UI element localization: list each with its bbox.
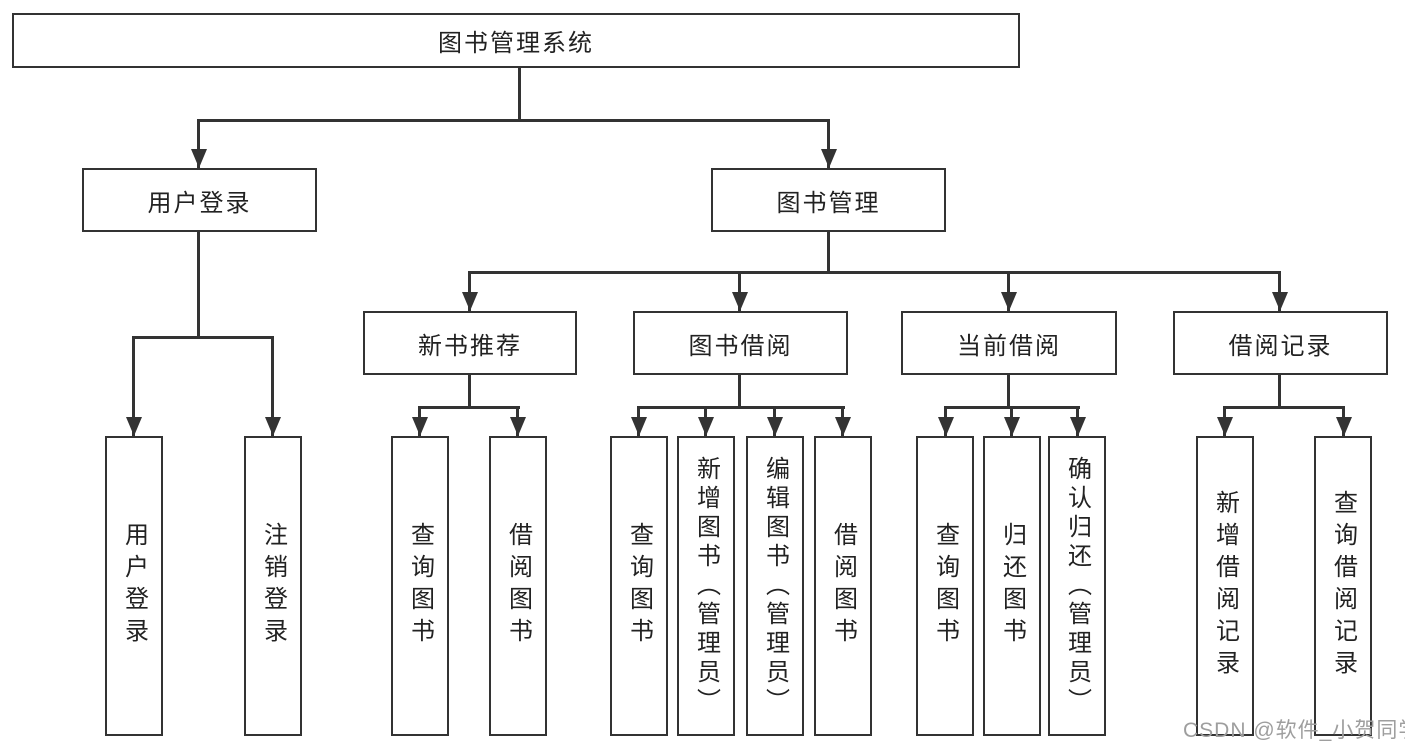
leaf-label: 归还图书 [998,522,1026,650]
node-user-login-label: 用户登录 [147,189,252,217]
node-new-book-rec-label: 新书推荐 [418,332,522,360]
arrowhead-down-icon [732,292,748,311]
connector-root-feed [518,68,521,120]
leaf-newbook-borrow: 借阅图书 [489,436,547,736]
arrowhead-down-icon [698,417,714,436]
connector-book-mgmt-feed [827,232,830,273]
connector-drop-current-borrow [1007,271,1010,311]
leaf-record-query: 查询借阅记录 [1314,436,1372,736]
leaf-label: 用户登录 [120,522,148,650]
leaf-current-query: 查询图书 [916,436,974,736]
leaf-label: 查询图书 [625,522,653,650]
node-book-borrow: 图书借阅 [633,311,848,375]
connector-book-borrow-feed [738,375,741,408]
leaf-label: 注销登录 [259,522,287,650]
node-root-label: 图书管理系统 [438,30,594,57]
leaf-label: 借阅图书 [829,522,857,650]
node-book-mgmt-label: 图书管理 [776,189,881,217]
node-root: 图书管理系统 [12,13,1020,68]
connector-user-login-feed [197,232,200,338]
leaf-newbook-query: 查询图书 [391,436,449,736]
leaf-label: 新增图书（管理员） [692,455,720,717]
connector-drop-leaf-login [132,336,135,436]
leaf-current-confirm-admin: 确认归还（管理员） [1048,436,1106,736]
arrowhead-down-icon [1272,292,1288,311]
node-borrow-record-label: 借阅记录 [1228,332,1333,360]
connector-drop-leaf-logout [271,336,274,436]
connector-drop-borrow-record [1278,271,1281,311]
connector-new-book-bar [419,406,520,409]
arrowhead-down-icon [1217,417,1233,436]
leaf-label: 确认归还（管理员） [1063,455,1091,717]
leaf-borrow-query: 查询图书 [610,436,668,736]
arrowhead-down-icon [1336,417,1352,436]
leaf-logout: 注销登录 [244,436,302,736]
node-borrow-record: 借阅记录 [1173,311,1388,375]
node-current-borrow: 当前借阅 [901,311,1117,375]
leaf-borrow-borrow: 借阅图书 [814,436,872,736]
connector-level2-bar [198,119,830,122]
leaf-label: 查询借阅记录 [1329,490,1357,682]
connector-current-borrow-feed [1007,375,1010,408]
connector-new-book-feed [468,375,471,408]
node-current-borrow-label: 当前借阅 [957,332,1061,360]
leaf-label: 编辑图书（管理员） [761,455,789,717]
connector-drop-book-mgmt [827,119,830,168]
arrowhead-down-icon [1070,417,1086,436]
arrowhead-down-icon [1004,417,1020,436]
node-user-login: 用户登录 [82,168,317,232]
arrowhead-down-icon [835,417,851,436]
arrowhead-down-icon [462,292,478,311]
connector-borrow-record-feed [1278,375,1281,408]
arrowhead-down-icon [510,417,526,436]
connector-user-login-bar [133,336,274,339]
arrowhead-down-icon [191,149,207,168]
leaf-borrow-add-admin: 新增图书（管理员） [677,436,735,736]
arrowhead-down-icon [938,417,954,436]
leaf-label: 查询图书 [931,522,959,650]
arrowhead-down-icon [767,417,783,436]
node-new-book-rec: 新书推荐 [363,311,577,375]
connector-level3-bar [469,271,1281,274]
leaf-user-login: 用户登录 [105,436,163,736]
node-book-mgmt: 图书管理 [711,168,946,232]
arrowhead-down-icon [412,417,428,436]
connector-book-borrow-bar [638,406,845,409]
arrowhead-down-icon [631,417,647,436]
node-book-borrow-label: 图书借阅 [688,332,793,360]
arrowhead-down-icon [1001,292,1017,311]
connector-drop-user-login [197,119,200,168]
connector-drop-book-borrow [738,271,741,311]
connector-drop-new-book [468,271,471,311]
leaf-current-return: 归还图书 [983,436,1041,736]
arrowhead-down-icon [821,149,837,168]
leaf-record-add: 新增借阅记录 [1196,436,1254,736]
arrowhead-down-icon [126,417,142,436]
arrowhead-down-icon [265,417,281,436]
leaf-label: 新增借阅记录 [1211,490,1239,682]
csdn-watermark: CSDN @软件_小贺同学 [1183,719,1405,742]
leaf-label: 借阅图书 [504,522,532,650]
leaf-borrow-edit-admin: 编辑图书（管理员） [746,436,804,736]
leaf-label: 查询图书 [406,522,434,650]
connector-borrow-record-bar [1224,406,1345,409]
